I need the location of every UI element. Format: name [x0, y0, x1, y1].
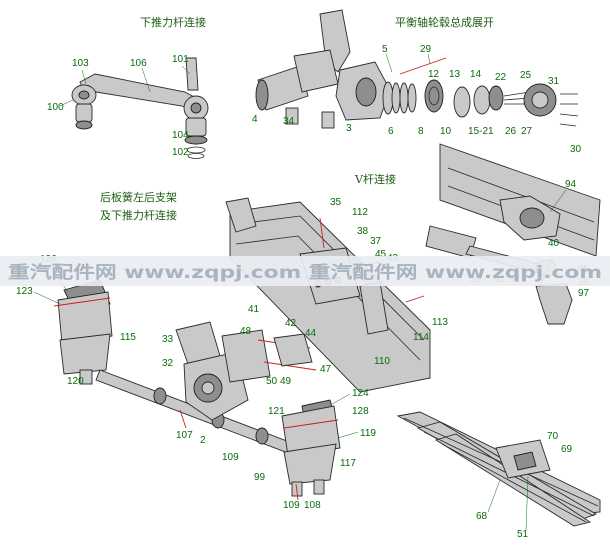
callout-50: 50 [266, 376, 278, 387]
callout-115: 115 [120, 332, 136, 343]
callout-119: 119 [360, 428, 376, 439]
axle-shaft [95, 369, 301, 457]
title-rear-spring-bracket-line1: 后板簧左后支架 [100, 190, 177, 204]
callout-25: 25 [520, 70, 532, 81]
callout-120: 120 [67, 376, 84, 387]
callout-8: 8 [418, 126, 424, 137]
callout-114: 114 [413, 332, 429, 343]
callout-45: 45 [375, 249, 387, 260]
callout-99: 99 [254, 472, 266, 483]
callout-69: 69 [561, 444, 573, 455]
callout-117: 117 [340, 458, 356, 469]
callout-94: 94 [565, 179, 577, 190]
callout-38-center: 38 [357, 226, 369, 237]
callout-4: 4 [252, 114, 258, 125]
callout-37: 37 [370, 236, 382, 247]
callout-106: 106 [130, 58, 147, 69]
callout-68: 68 [476, 511, 488, 522]
callout-109-left: 109 [222, 452, 239, 463]
callout-51: 51 [517, 529, 529, 540]
callout-12: 12 [428, 69, 440, 80]
callout-30: 30 [570, 144, 582, 155]
callout-34: 34 [283, 116, 295, 127]
callout-3: 3 [346, 123, 352, 134]
callout-27: 27 [521, 126, 533, 137]
callout-35: 35 [330, 197, 342, 208]
callout-102: 102 [172, 147, 189, 158]
title-v-rod-connection: V杆连接 [354, 172, 396, 186]
callout-70: 70 [547, 431, 559, 442]
callout-22: 22 [495, 72, 507, 83]
callout-32: 32 [162, 358, 174, 369]
callout-41: 41 [248, 304, 260, 315]
callout-5: 5 [382, 44, 388, 55]
callout-108: 108 [304, 500, 321, 511]
callout-123: 123 [16, 286, 33, 297]
title-balance-shaft-hub-exploded: 平衡轴轮毂总成展开 [395, 15, 494, 29]
callout-103: 103 [72, 58, 89, 69]
title-lower-rod-connection: 下推力杆连接 [140, 15, 206, 29]
callout-42: 42 [285, 318, 297, 329]
callout-104: 104 [172, 130, 189, 141]
callout-100: 100 [47, 102, 64, 113]
watermark-text: 重汽配件网 www.zqpj.com 重汽配件网 www.zqpj.com [8, 262, 602, 283]
right-lower-bracket-assembly [281, 399, 341, 501]
callout-15-21: 15-21 [468, 126, 494, 137]
leaf-spring-assembly [396, 411, 601, 527]
callout-2: 2 [200, 435, 206, 446]
callout-128: 128 [352, 406, 369, 417]
watermark-band [0, 256, 610, 286]
callout-31: 31 [548, 76, 560, 87]
balance-shaft-hub-assembly [255, 9, 579, 129]
center-bracket-assembly [175, 321, 317, 429]
frame-rail-assembly [225, 197, 431, 393]
callout-109-right: 109 [283, 500, 300, 511]
callout-97: 97 [578, 288, 590, 299]
callout-110: 110 [374, 356, 390, 367]
callout-13: 13 [449, 69, 461, 80]
callout-40: 40 [548, 238, 560, 249]
callout-124: 124 [352, 388, 369, 399]
callout-26: 26 [505, 126, 517, 137]
callout-107: 107 [176, 430, 193, 441]
callout-49: 49 [280, 376, 292, 387]
callout-44: 44 [305, 328, 317, 339]
callout-121: 121 [268, 406, 285, 417]
callout-14: 14 [470, 69, 482, 80]
callout-113: 113 [432, 317, 448, 328]
callout-10: 10 [440, 126, 452, 137]
callout-33: 33 [162, 334, 174, 345]
callout-29: 29 [420, 44, 432, 55]
title-rear-spring-bracket-line2: 及下推力杆连接 [100, 208, 177, 222]
callout-6: 6 [388, 126, 394, 137]
callout-47: 47 [320, 364, 332, 375]
left-bracket-assembly [53, 279, 113, 385]
callout-48: 48 [240, 326, 252, 337]
v-rod-assembly [425, 143, 601, 325]
callout-112: 112 [352, 207, 368, 218]
lower-thrust-rod-assembly [71, 57, 209, 159]
callout-101: 101 [172, 54, 189, 65]
